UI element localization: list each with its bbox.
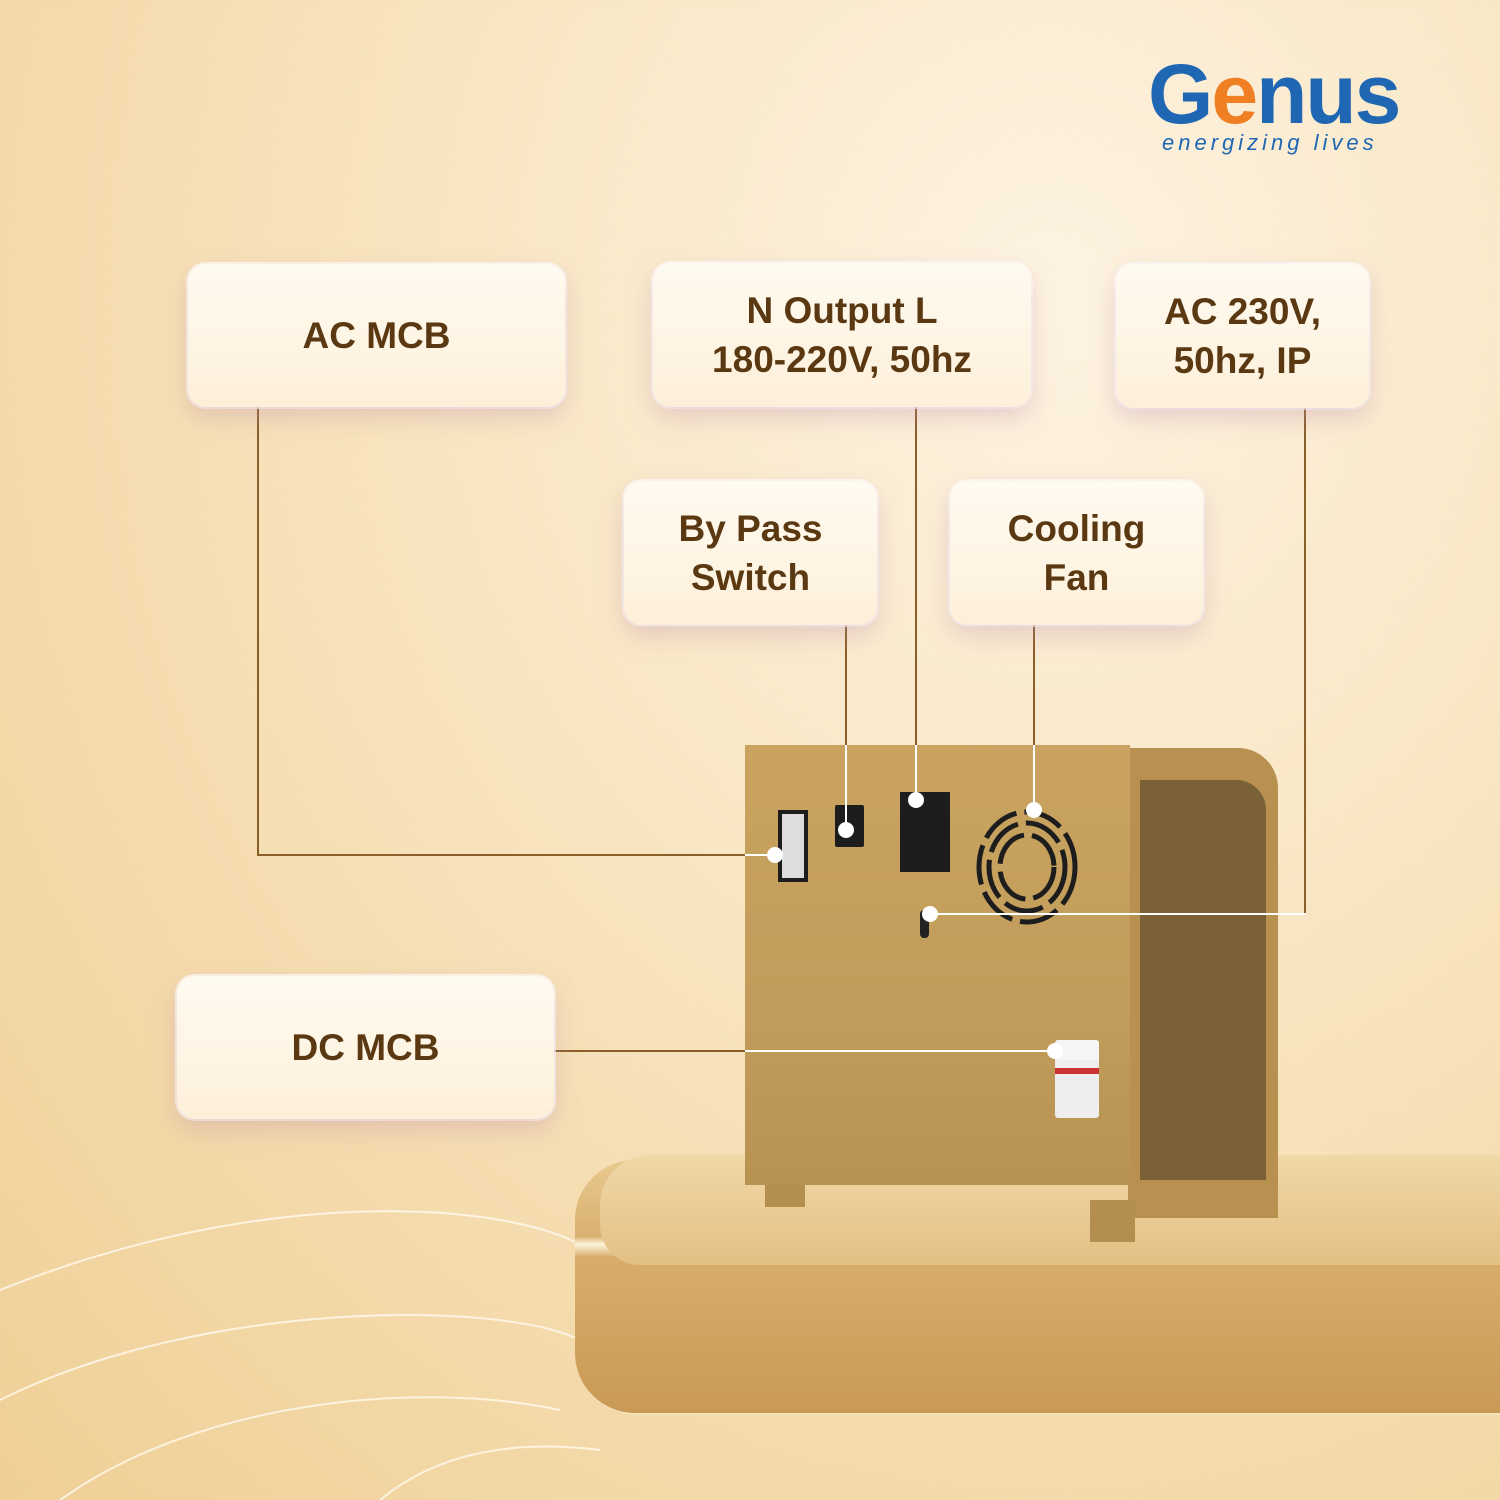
label-text: Switch xyxy=(690,557,811,598)
dc-mcb-component xyxy=(1055,1040,1099,1118)
ac-input-connector xyxy=(928,913,1306,915)
label-dc-mcb: DC MCB xyxy=(177,976,554,1119)
label-text: Cooling xyxy=(1007,508,1146,549)
fan-connector xyxy=(1033,745,1035,810)
ac-mcb-connector xyxy=(745,854,775,856)
fan-marker xyxy=(1026,802,1042,818)
bypass-connector xyxy=(845,625,847,745)
label-ac-mcb: AC MCB xyxy=(188,264,565,407)
ac-mcb-connector xyxy=(257,407,259,856)
logo-wordmark: Genus xyxy=(1148,47,1401,141)
ac-mcb-connector xyxy=(257,854,745,856)
label-text: AC 230V, xyxy=(1163,291,1321,332)
output-connector xyxy=(915,745,917,800)
ac-input-connector xyxy=(1304,408,1306,915)
output-socket-component xyxy=(900,792,950,872)
label-text: 180-220V, 50hz xyxy=(712,339,972,380)
bypass-connector xyxy=(845,745,847,830)
label-ac-input: AC 230V, 50hz, IP xyxy=(1116,264,1369,408)
logo-tagline: energizing lives xyxy=(1162,130,1378,155)
ac-input-marker xyxy=(922,906,938,922)
cabinet-foot xyxy=(1090,1200,1135,1242)
fan-connector xyxy=(1033,625,1035,745)
cabinet-foot xyxy=(765,1185,805,1207)
dc-mcb-marker xyxy=(1047,1043,1063,1059)
ac-mcb-marker xyxy=(767,847,783,863)
label-text: AC MCB xyxy=(302,315,451,356)
ac-input-cable-component xyxy=(920,910,929,938)
genus-logo: Genus energizing lives xyxy=(1148,52,1428,156)
bypass-marker xyxy=(838,822,854,838)
label-text: Fan xyxy=(1043,557,1110,598)
dc-mcb-connector xyxy=(745,1050,1055,1052)
cooling-fan-grille xyxy=(976,809,1078,925)
label-text: DC MCB xyxy=(291,1027,440,1068)
label-output: N Output L 180-220V, 50hz xyxy=(653,263,1031,407)
output-marker xyxy=(908,792,924,808)
dc-mcb-connector xyxy=(554,1050,745,1052)
label-text: N Output L xyxy=(746,290,938,331)
label-text: 50hz, IP xyxy=(1173,340,1312,381)
cabinet-side-panel xyxy=(1140,780,1266,1180)
label-text: By Pass xyxy=(678,508,823,549)
ac-mcb-component xyxy=(778,810,808,882)
output-connector xyxy=(915,407,917,745)
